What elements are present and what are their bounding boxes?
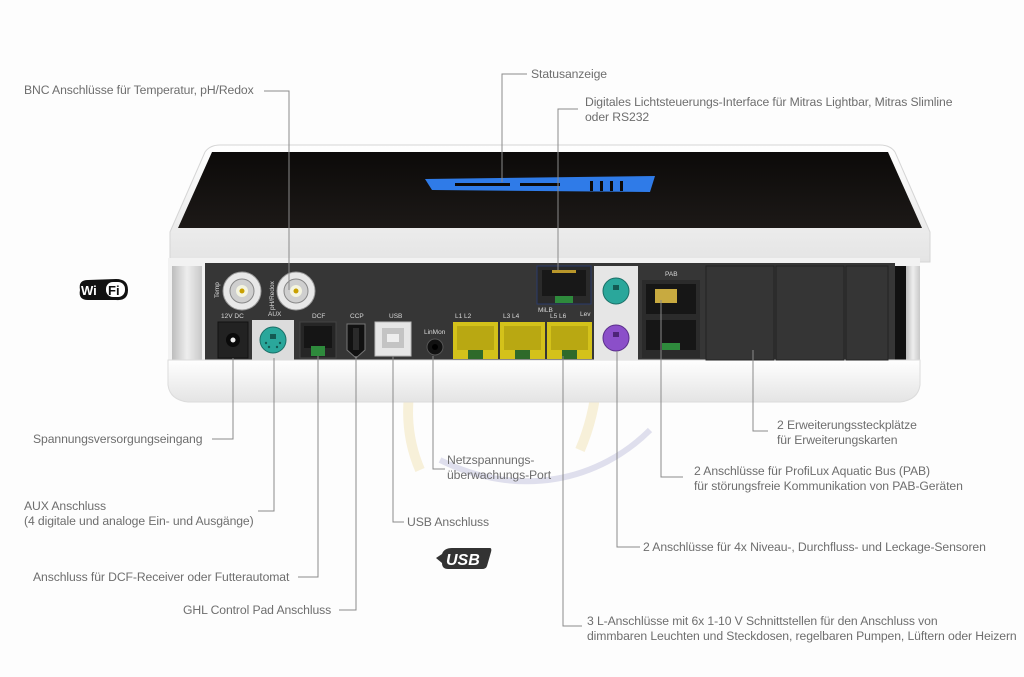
callout-expansion-line2: für Erweiterungskarten	[777, 433, 898, 447]
label-l1l2: L1 L2	[455, 313, 472, 320]
leader-usb	[392, 356, 404, 523]
l1l2-port	[453, 322, 498, 359]
leader-dcf	[298, 356, 319, 578]
leader-status	[501, 73, 527, 182]
callout-pab: 2 Anschlüsse für ProfiLux Aquatic Bus (P…	[694, 464, 963, 494]
dcf-port	[299, 321, 337, 359]
leader-sensors	[616, 351, 640, 548]
leader-bnc	[264, 90, 290, 290]
usb-port	[374, 321, 412, 357]
callout-aux-line1: AUX Anschluss	[24, 499, 107, 513]
label-ccp: CCP	[350, 313, 364, 320]
label-l3l4: L3 L4	[503, 313, 520, 320]
callout-linmon: Netzspannungs- überwachungs-Port	[447, 453, 551, 483]
callout-status: Statusanzeige	[531, 67, 607, 81]
svg-text:USB: USB	[446, 552, 480, 569]
label-aux: AUX	[268, 311, 282, 318]
ccp-port	[346, 323, 366, 359]
linmon-port	[426, 338, 444, 356]
ghl-logo	[425, 176, 655, 192]
callout-expansion: 2 Erweiterungssteckplätze für Erweiterun…	[777, 418, 917, 448]
sensor-ports	[594, 266, 638, 360]
callout-usb: USB Anschluss	[407, 515, 490, 529]
callout-lports-line1: 3 L-Anschlüsse mit 6x 1-10 V Schnittstel…	[587, 614, 938, 628]
label-dcf: DCF	[312, 313, 325, 320]
callout-light-interface: Digitales Lichtsteuerungs-Interface für …	[585, 95, 952, 125]
label-lev: Lev	[580, 311, 591, 318]
label-pab: PAB	[665, 271, 678, 278]
callout-bnc: BNC Anschlüsse für Temperatur, pH/Redox	[24, 83, 254, 97]
milb-port	[536, 265, 592, 305]
callout-pab-line1: 2 Anschlüsse für ProfiLux Aquatic Bus (P…	[694, 464, 930, 478]
l5l6-port	[547, 322, 592, 359]
l3l4-port	[500, 322, 545, 359]
callout-light-line1: Digitales Lichtsteuerungs-Interface für …	[585, 95, 953, 109]
svg-text:Wi: Wi	[81, 283, 97, 298]
leader-pad	[339, 356, 357, 611]
callout-l-ports: 3 L-Anschlüsse mit 6x 1-10 V Schnittstel…	[587, 614, 1017, 644]
leader-expansion	[752, 350, 768, 432]
leader-lports	[562, 356, 582, 627]
callout-linmon-line2: überwachungs-Port	[447, 468, 551, 482]
label-12v-dc: 12V DC	[221, 313, 244, 320]
pab-ports	[642, 280, 700, 358]
bnc-ph-redox-port	[276, 271, 316, 311]
callout-linmon-line1: Netzspannungs-	[447, 453, 535, 467]
leader-light	[557, 108, 578, 270]
leader-aux	[258, 358, 275, 512]
label-l5l6: L5 L6	[550, 313, 567, 320]
callout-sensors: 2 Anschlüsse für 4x Niveau-, Durchfluss-…	[643, 540, 986, 554]
callout-dcf: Anschluss für DCF-Receiver oder Futterau…	[33, 570, 290, 584]
expansion-slots	[705, 265, 889, 361]
callout-power: Spannungsversorgungseingang	[33, 432, 203, 446]
callout-light-line2: oder RS232	[585, 110, 650, 124]
label-temp: Temp	[214, 282, 221, 298]
aux-port	[252, 320, 294, 360]
usb-logo-icon: USB	[436, 548, 492, 569]
wifi-logo-icon: Wi Fi	[79, 279, 128, 301]
label-usb-port: USB	[389, 313, 402, 320]
callout-aux: AUX Anschluss (4 digitale und analoge Ei…	[24, 499, 254, 529]
dc-power-port	[217, 321, 249, 359]
callout-ghl-pad: GHL Control Pad Anschluss	[183, 603, 332, 617]
callout-lports-line2: dimmbaren Leuchten und Steckdosen, regel…	[587, 629, 1017, 643]
callout-expansion-line1: 2 Erweiterungssteckplätze	[777, 418, 917, 432]
label-ph-redox: pH/Redox	[269, 280, 276, 310]
leader-pab	[660, 300, 683, 478]
label-milb: MiLB	[538, 307, 553, 314]
callout-pab-line2: für störungsfreie Kommunikation von PAB-…	[694, 479, 963, 493]
callout-aux-line2: (4 digitale und analoge Ein- und Ausgäng…	[24, 514, 254, 528]
svg-text:Fi: Fi	[108, 283, 120, 298]
leader-linmon	[432, 356, 445, 470]
bnc-temp-port	[222, 271, 262, 311]
leader-power	[212, 358, 234, 440]
label-linmon: LinMon	[424, 329, 446, 336]
